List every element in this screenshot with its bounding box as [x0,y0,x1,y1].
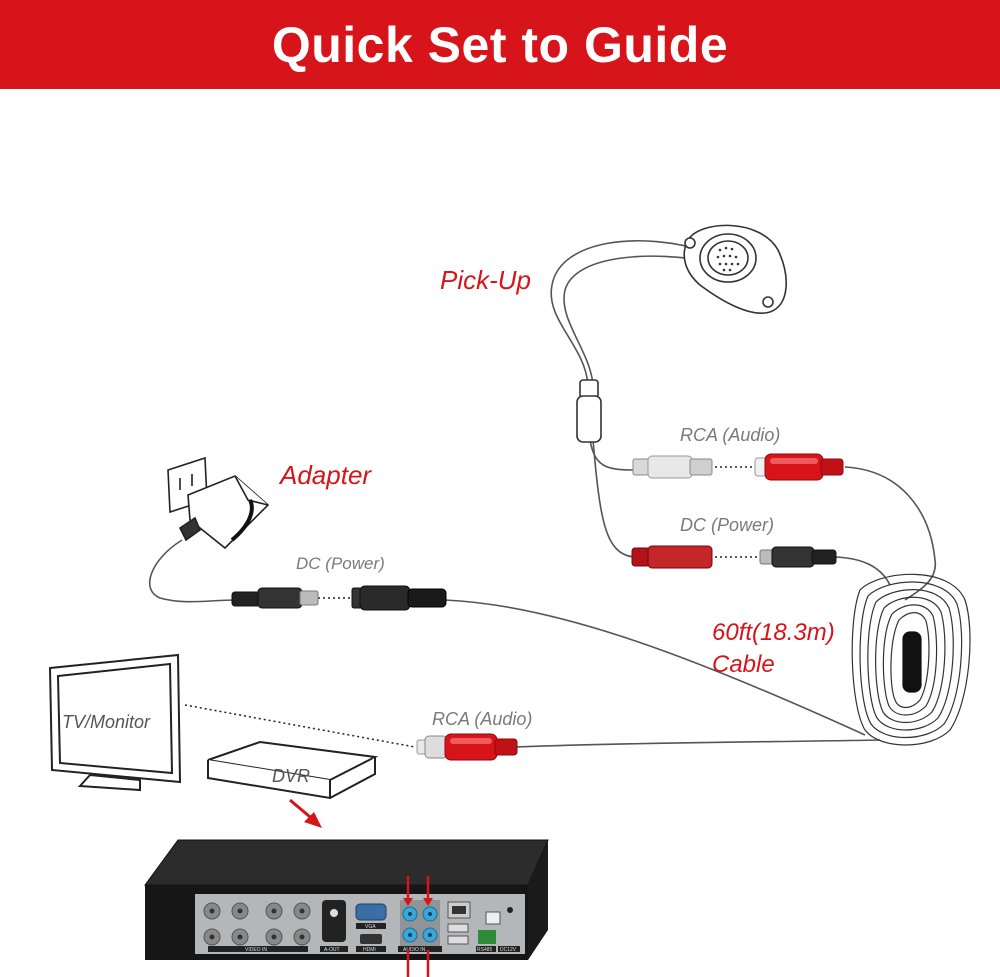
rca-male-red-bottom [416,733,518,761]
pickup-wire-a [550,239,709,386]
cable-label-line1: 60ft(18.3m) [712,619,835,646]
vga-label: VGA [365,924,376,930]
page-title: Quick Set to Guide [271,16,729,73]
dc-branch-wire [592,439,636,558]
pickup-label: Pick-Up [440,265,531,295]
rs485-label: RS485 [477,947,493,953]
cable-coil [851,573,971,746]
dc-male-black-right [759,546,837,568]
video-in-ports [203,902,311,946]
dc-male-black-left [231,587,319,609]
rca-bottom-cable [514,739,881,748]
cable-label-line2: Cable [712,651,775,678]
header-banner: Quick Set to Guide [0,0,1000,89]
rca-audio-top-label: RCA (Audio) [680,425,780,445]
hdmi-label: HDMI [363,947,376,953]
dc-left-cable [444,599,866,736]
tv-monitor [48,653,182,792]
dvr-label: DVR [272,766,310,786]
adapter-label: Adapter [278,460,372,490]
audio-in-label: AUDIO IN [403,947,426,953]
audio-in-arrows [406,876,430,977]
video-in-label: VIDEO IN [245,947,267,953]
dc-female-red [631,545,713,569]
dvr-arrow [289,798,322,828]
a-out-label: A-OUT [324,947,340,953]
splitter-block [576,379,602,443]
dc-power-right-label: DC (Power) [680,515,774,535]
pickup-wire-b [563,255,714,386]
dc12v-label: DC12V [500,947,517,953]
dvr-back-panel: VIDEO IN A-OUT VGA HDMI AUDIO IN [144,839,549,977]
rca-male-red-top [754,453,844,481]
dc-female-black-left [351,585,447,611]
rca-audio-bottom-label: RCA (Audio) [432,709,532,729]
pickup-microphone [683,224,787,314]
rca-branch-wire [589,439,641,471]
rca-top-cable [844,466,936,601]
dvr-outline [207,740,379,800]
wires [149,239,936,748]
power-adapter [167,456,270,550]
audio-in-ports: AUDIO IN [398,900,442,953]
adapter-cable [149,539,236,603]
dc-power-left-label: DC (Power) [296,554,385,573]
dotted-links [184,466,760,748]
tv-monitor-label: TV/Monitor [62,712,151,732]
dc-right-cable [834,556,891,586]
rca-female-white [632,455,713,479]
